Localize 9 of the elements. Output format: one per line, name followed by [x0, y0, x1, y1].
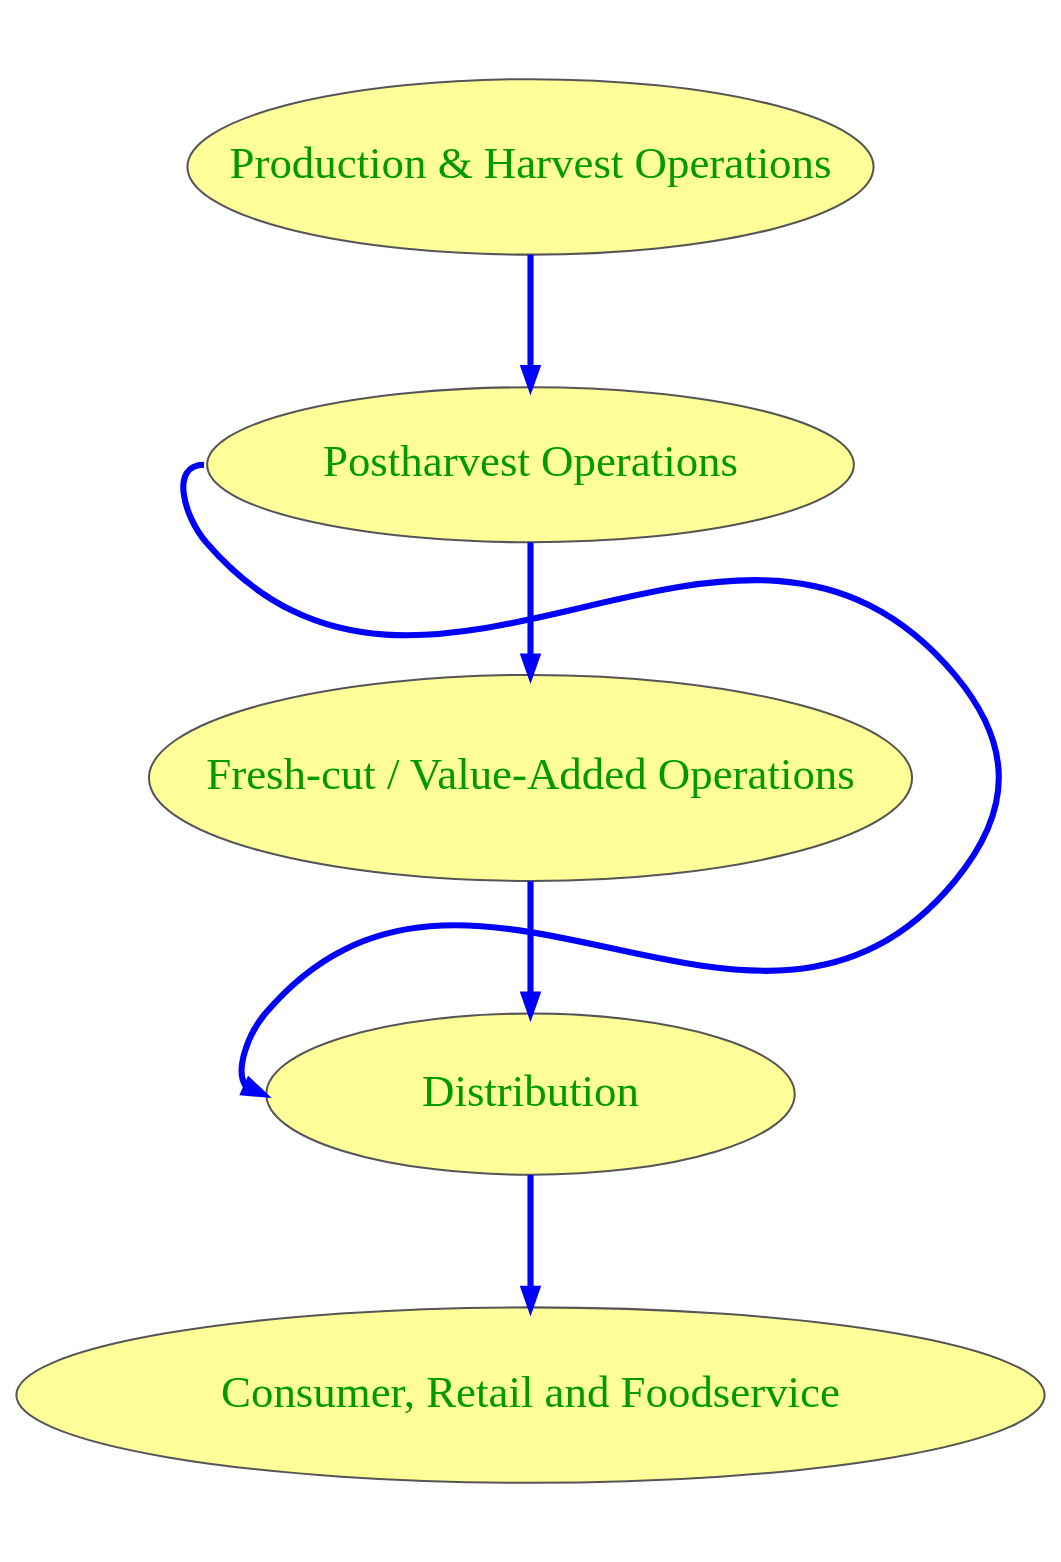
arrow [519, 542, 542, 685]
node-ellipse: Distribution [265, 1012, 796, 1176]
arrow [519, 1175, 542, 1317]
node-ellipse: Production & Harvest Operations [186, 78, 875, 256]
node-ellipse: Postharvest Operations [206, 386, 855, 544]
node-ellipse: Consumer, Retail and Foodservice [15, 1306, 1046, 1484]
arrow [519, 881, 542, 1023]
node-ellipse: Fresh-cut / Value-Added Operations [147, 673, 914, 882]
arrow [519, 254, 542, 396]
